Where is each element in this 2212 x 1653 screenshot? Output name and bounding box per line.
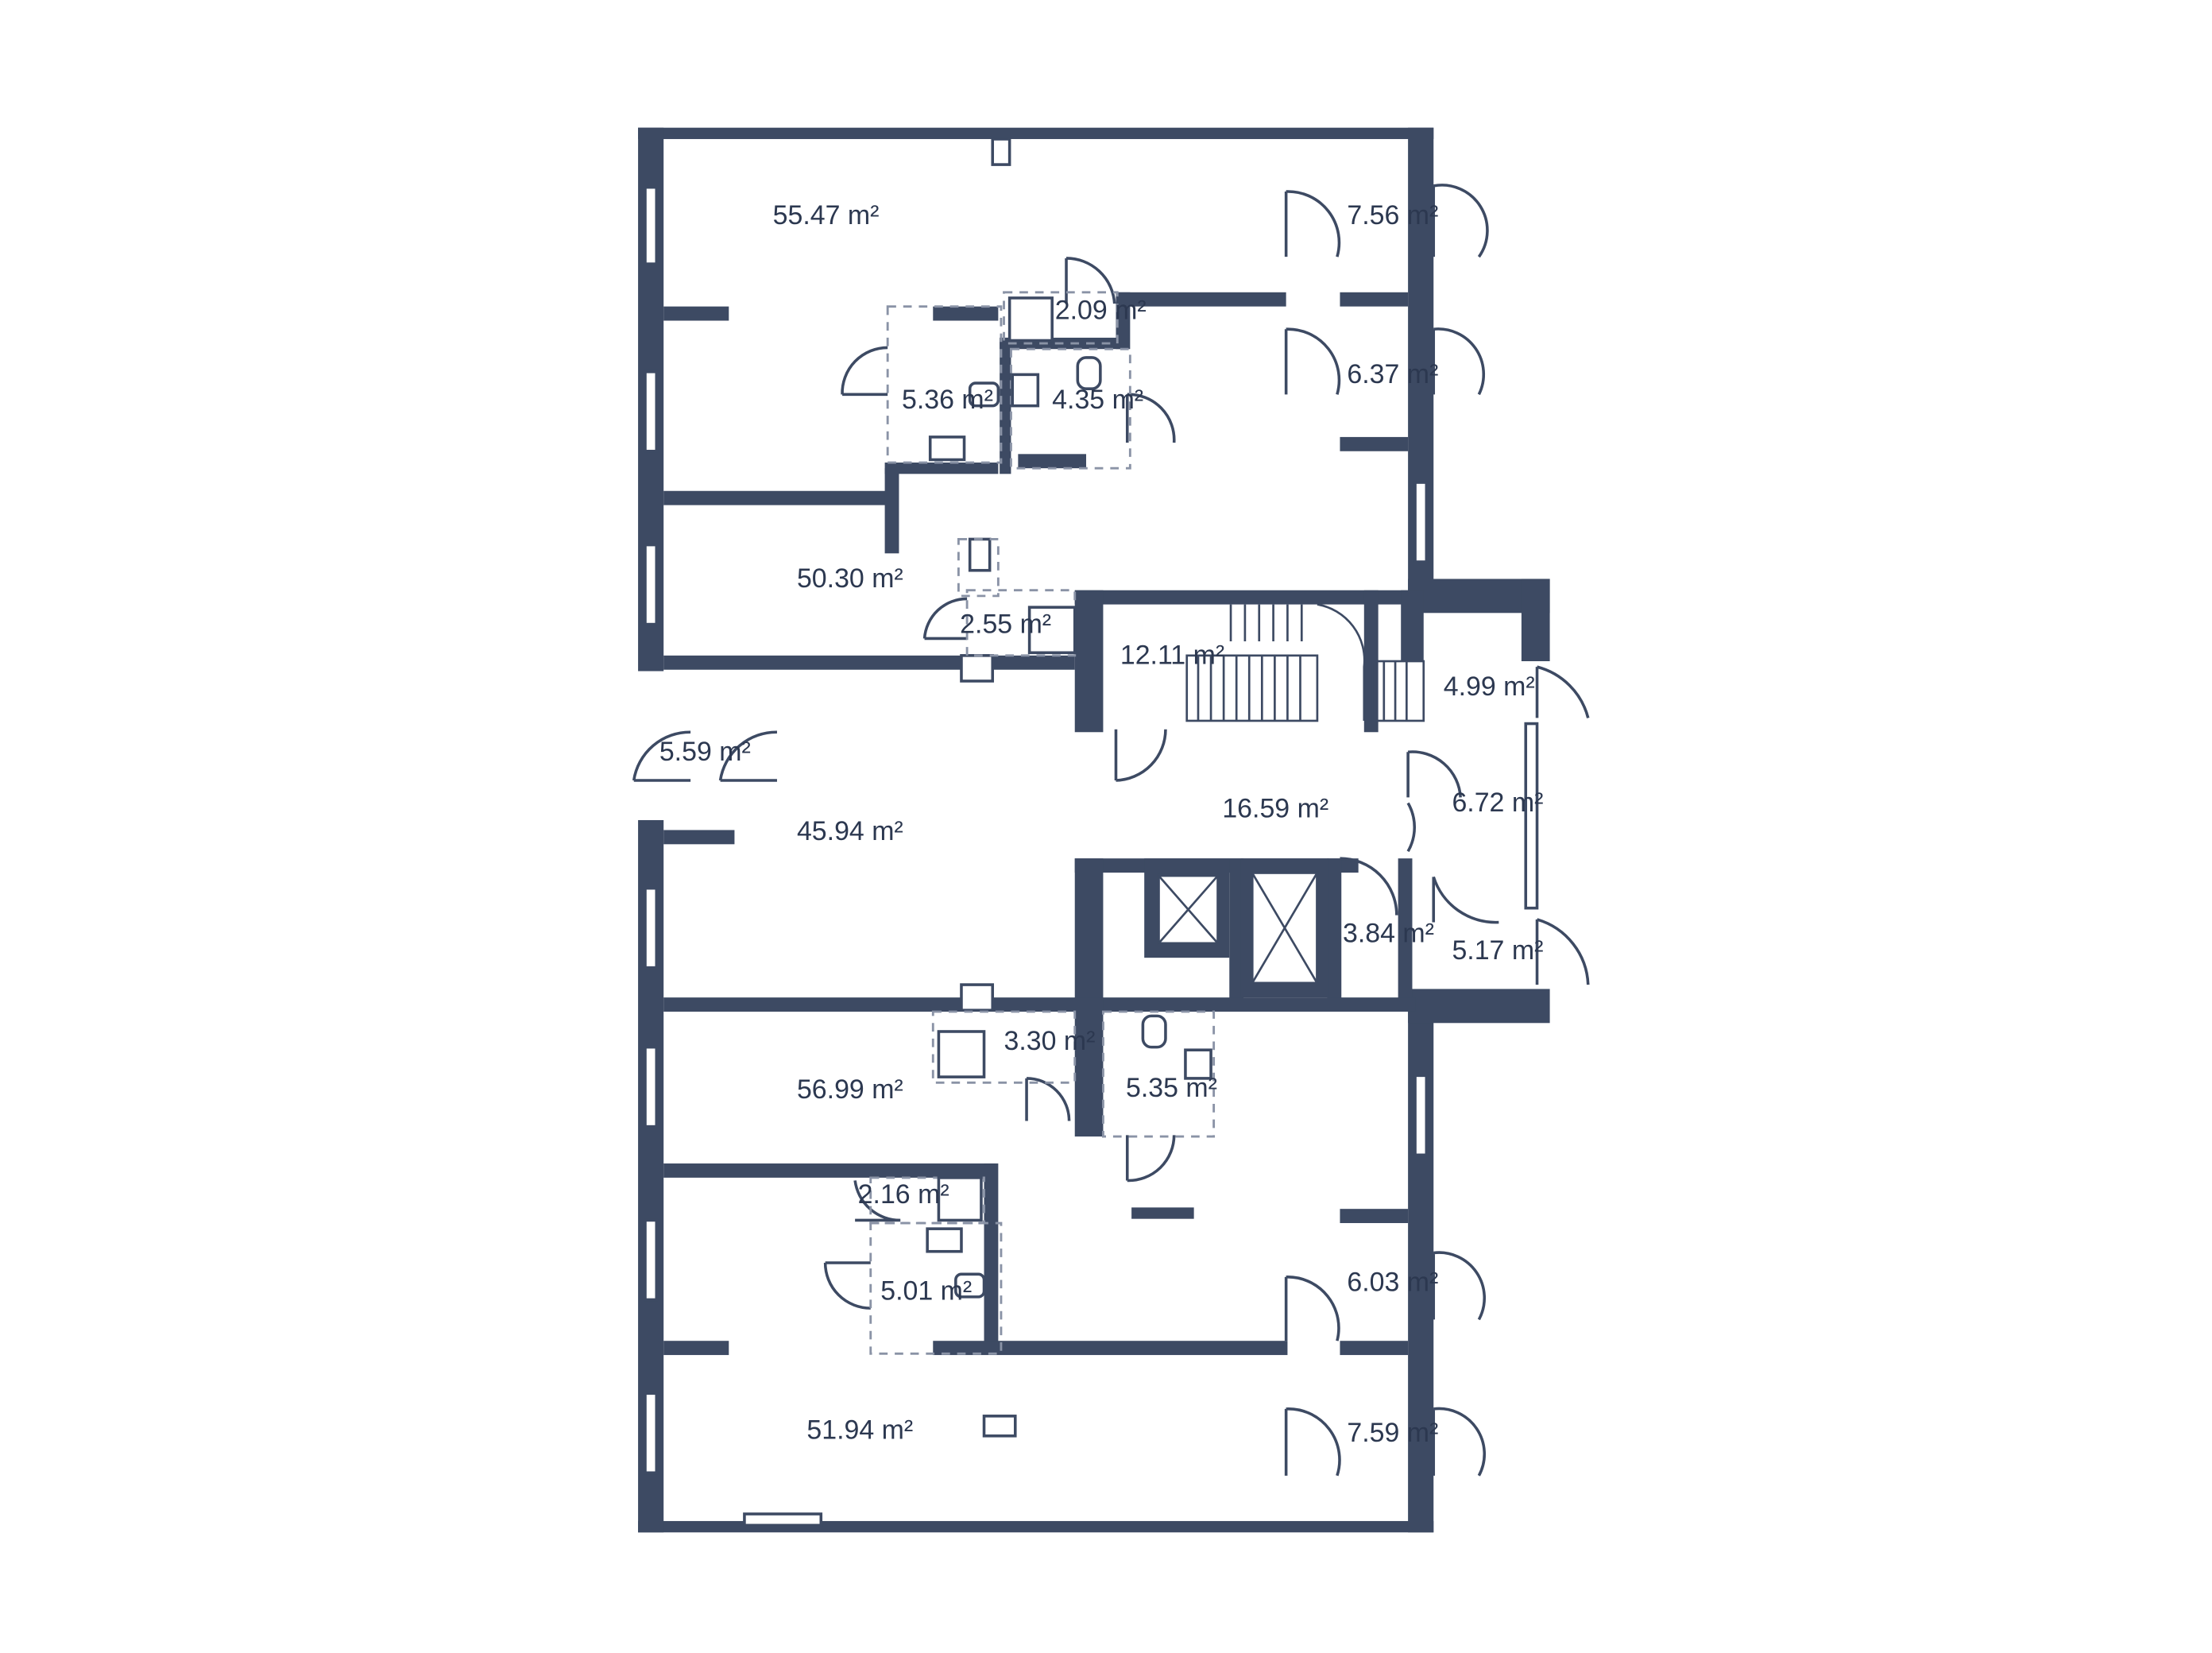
room-area-label-3-84: 3.84 m² bbox=[1343, 919, 1434, 949]
room-area-label-7-59: 7.59 m² bbox=[1347, 1418, 1438, 1448]
room-area-label-7-56: 7.56 m² bbox=[1347, 200, 1438, 230]
room-area-label-5-01: 5.01 m² bbox=[880, 1276, 972, 1306]
doors bbox=[632, 184, 1590, 1477]
room-area-label-6-37: 6.37 m² bbox=[1347, 359, 1438, 389]
room-area-label-2-09: 2.09 m² bbox=[1055, 296, 1147, 326]
room-area-label-4-99: 4.99 m² bbox=[1444, 672, 1535, 702]
room-area-label-5-35: 5.35 m² bbox=[1126, 1073, 1217, 1103]
room-area-label-4-35: 4.35 m² bbox=[1052, 385, 1143, 415]
windows bbox=[644, 137, 1539, 1527]
bathroom-outlines bbox=[869, 291, 1216, 1355]
room-area-label-16-59: 16.59 m² bbox=[1222, 793, 1328, 823]
room-area-label-2-16: 2.16 m² bbox=[858, 1179, 949, 1210]
elevators bbox=[1144, 858, 1329, 998]
room-labels: 55.47 m² 7.56 m² 2.09 m² 5.36 m² 4.35 m²… bbox=[659, 200, 1544, 1448]
room-area-label-56-99: 56.99 m² bbox=[797, 1074, 903, 1105]
room-area-label-5-17: 5.17 m² bbox=[1452, 935, 1543, 966]
plumbing-fixtures bbox=[926, 296, 1212, 1299]
room-area-label-45-94: 45.94 m² bbox=[797, 816, 903, 846]
room-area-label-6-03: 6.03 m² bbox=[1347, 1268, 1438, 1298]
room-area-label-55-47: 55.47 m² bbox=[773, 200, 880, 230]
room-area-label-2-55: 2.55 m² bbox=[960, 609, 1051, 639]
room-area-label-5-36: 5.36 m² bbox=[902, 385, 993, 415]
room-area-label-3-30: 3.30 m² bbox=[1004, 1026, 1096, 1056]
room-area-label-51-94: 51.94 m² bbox=[806, 1415, 913, 1445]
interior-walls bbox=[663, 292, 1424, 1356]
room-area-label-12-11: 12.11 m² bbox=[1120, 641, 1224, 671]
staircase bbox=[1185, 603, 1425, 722]
room-area-label-50-30: 50.30 m² bbox=[797, 563, 903, 594]
room-area-label-6-72: 6.72 m² bbox=[1452, 788, 1543, 818]
room-area-label-5-59: 5.59 m² bbox=[659, 737, 751, 767]
